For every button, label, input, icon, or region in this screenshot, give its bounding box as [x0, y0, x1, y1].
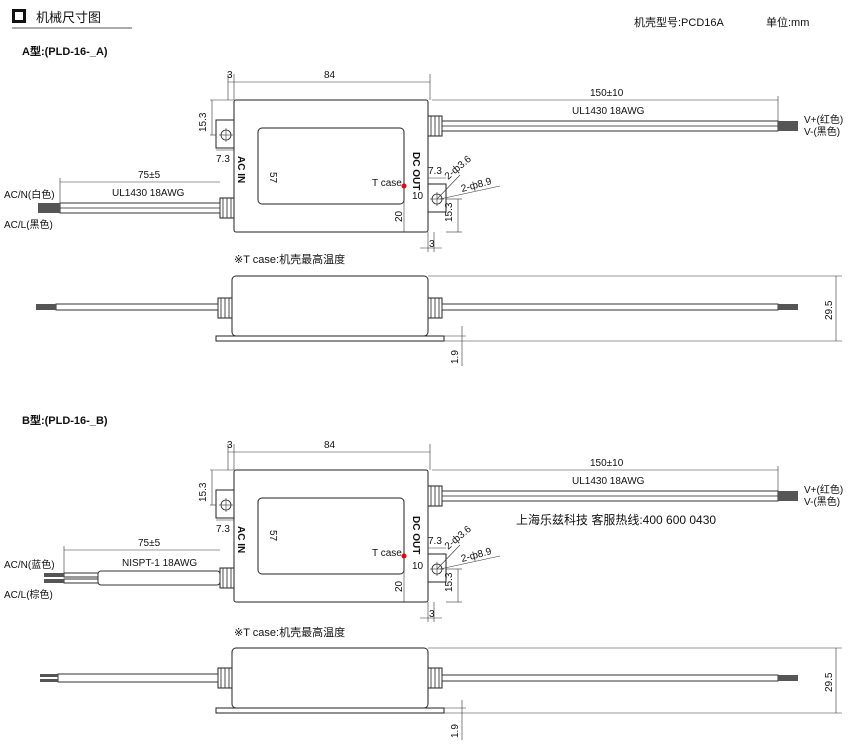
drawing-b: B型:(PLD-16-_B) 3 84 15.3 7.3 57 AC IN DC…: [4, 413, 843, 740]
dim-a-20: 20: [394, 210, 405, 222]
dim-b-20: 20: [394, 580, 405, 592]
label-window-a: [257, 127, 405, 205]
housing-b-side: [231, 647, 429, 709]
dim-b-right-15-3: 15.3: [444, 572, 455, 592]
out-vminus-a: V-(黑色): [804, 125, 840, 138]
model-label: 机壳型号:PCD16A: [634, 15, 725, 29]
tcase-dot-b: [401, 553, 407, 559]
tcase-note-b: ※T case:机壳最高温度: [234, 625, 345, 639]
dim-b-hole-3-6: 2-ф3.6: [442, 523, 474, 552]
dim-b-top-3: 3: [227, 440, 233, 451]
out-vminus-b: V-(黑色): [804, 495, 840, 508]
dim-a-top-3: 3: [227, 70, 233, 81]
dim-a-in-cable: 75±5: [138, 170, 161, 181]
dim-a-height-57: 57: [267, 172, 278, 184]
dim-a-bottom-3: 3: [429, 239, 435, 250]
section-title: 机械尺寸图: [36, 11, 101, 26]
dim-b-length: 84: [324, 440, 336, 451]
dim-a-length: 84: [324, 70, 336, 81]
dim-b-left-15-3: 15.3: [198, 482, 209, 502]
dim-a-out-cable: 150±10: [590, 88, 624, 99]
dc-out-label-a: DC OUT: [410, 152, 421, 190]
drawing-a-title: A型:(PLD-16-_A): [22, 44, 108, 58]
dim-b-out-cable: 150±10: [590, 458, 624, 469]
dim-b-hole-8-9: 2-ф8.9: [460, 545, 493, 565]
dim-a-29-5: 29.5: [824, 300, 835, 320]
ac-in-label-a: AC IN: [235, 156, 246, 183]
tcase-note-a: ※T case:机壳最高温度: [234, 252, 345, 266]
out-vplus-a: V+(红色): [804, 113, 843, 126]
dim-a-10: 10: [412, 191, 424, 202]
dim-a-left-7-3: 7.3: [216, 154, 230, 165]
dim-b-10: 10: [412, 561, 424, 572]
in-acn-a: AC/N(白色): [4, 188, 55, 201]
in-acn-b: AC/N(蓝色): [4, 558, 55, 571]
out-cable-spec-b: UL1430 18AWG: [572, 476, 645, 487]
drawing-a: A型:(PLD-16-_A) 3 84 15.3 7.3 57 AC IN DC…: [4, 44, 843, 366]
in-cable-spec-a: UL1430 18AWG: [112, 188, 185, 199]
tcase-label-a: T case: [372, 178, 402, 189]
dim-b-in-cable: 75±5: [138, 538, 161, 549]
housing-a-side: [231, 275, 429, 337]
dim-a-left-15-3: 15.3: [198, 112, 209, 132]
unit-label: 单位:mm: [766, 15, 809, 29]
out-vplus-b: V+(红色): [804, 483, 843, 496]
tcase-dot-a: [401, 183, 407, 189]
drawing-b-title: B型:(PLD-16-_B): [22, 413, 108, 427]
in-acl-b: AC/L(棕色): [4, 588, 53, 601]
dim-a-right-15-3: 15.3: [444, 202, 455, 222]
dim-b-left-7-3: 7.3: [216, 524, 230, 535]
out-cable-spec-a: UL1430 18AWG: [572, 106, 645, 117]
dim-b-right-7-3: 7.3: [428, 536, 442, 547]
dim-b-bottom-3: 3: [429, 609, 435, 620]
in-acl-a: AC/L(黑色): [4, 218, 53, 231]
dim-b-29-5: 29.5: [824, 672, 835, 692]
tcase-label-b: T case: [372, 548, 402, 559]
dim-a-right-7-3: 7.3: [428, 166, 442, 177]
dim-b-height-57: 57: [267, 530, 278, 542]
in-cable-spec-b: NISPT-1 18AWG: [122, 558, 197, 569]
ac-in-label-b: AC IN: [235, 526, 246, 553]
label-window-b: [257, 497, 405, 575]
dc-out-label-b: DC OUT: [410, 516, 421, 554]
dim-a-hole-8-9: 2-ф8.9: [460, 175, 493, 195]
vendor-line: 上海乐兹科技 客服热线:400 600 0430: [516, 512, 716, 527]
dim-b-1-9: 1.9: [450, 724, 461, 738]
dim-a-hole-3-6: 2-ф3.6: [442, 153, 474, 182]
input-cable-b: [97, 570, 221, 586]
dim-a-1-9: 1.9: [450, 350, 461, 364]
